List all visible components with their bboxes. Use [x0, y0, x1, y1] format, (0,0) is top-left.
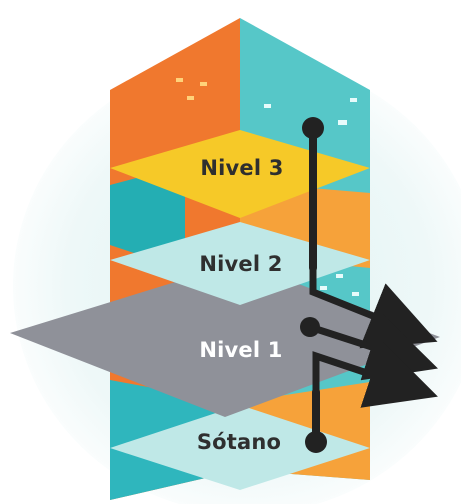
- window-dot: [338, 120, 347, 125]
- window-dot: [336, 274, 343, 278]
- nivel3-floor: [110, 130, 370, 218]
- window-dot: [176, 78, 183, 82]
- window-dots: [176, 78, 359, 296]
- shaft-node-top: [302, 117, 324, 139]
- sotano-floor: [110, 405, 370, 490]
- nivel2-floor: [110, 222, 370, 305]
- shaft-node-bottom: [305, 431, 327, 453]
- label-nivel-2: Nivel 2: [199, 252, 282, 276]
- exit-arrow-3: [312, 341, 438, 408]
- window-dot: [320, 286, 327, 290]
- window-dot: [200, 82, 207, 86]
- label-sotano: Sótano: [197, 430, 281, 454]
- label-nivel-3: Nivel 3: [200, 156, 283, 180]
- window-dot: [264, 104, 271, 108]
- exit-arrows: [300, 268, 438, 408]
- window-dot: [352, 292, 359, 296]
- window-dot: [187, 96, 194, 100]
- label-nivel-1: Nivel 1: [199, 338, 282, 362]
- window-dot: [350, 98, 357, 102]
